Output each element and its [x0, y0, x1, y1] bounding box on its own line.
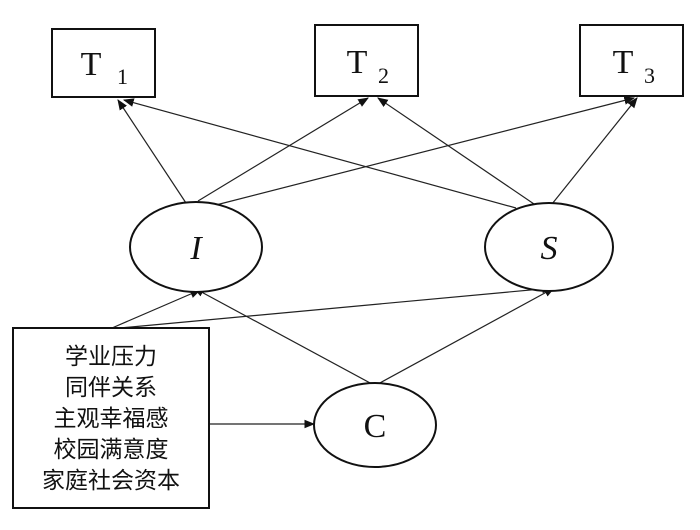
covariate-line-3: 主观幸福感 [54, 406, 169, 432]
t1-sub: 1 [117, 64, 128, 89]
latent-node-s: S [484, 202, 614, 292]
edges [111, 96, 638, 429]
mediator-node-c: C [313, 382, 437, 468]
svg-text:1: 1 [117, 64, 128, 89]
edge-c-s [377, 287, 555, 385]
target-node-t3: T 3 [579, 24, 684, 97]
target-node-t2: T 2 [314, 24, 419, 97]
latent-node-i: I [129, 201, 263, 293]
svg-text:2: 2 [378, 63, 389, 88]
covariate-line-5: 家庭社会资本 [42, 468, 180, 494]
edge-i-t1 [117, 99, 187, 204]
edge-s-t3 [551, 97, 638, 205]
svg-text:T: T [347, 44, 368, 81]
svg-text:T: T [613, 44, 634, 81]
covariate-line-2: 同伴关系 [65, 375, 157, 401]
t2-main: T [347, 44, 368, 81]
edge-i-t2 [197, 97, 369, 202]
t3-sub: 3 [644, 63, 655, 88]
covariate-box: 学业压力 同伴关系 主观幸福感 校园满意度 家庭社会资本 [12, 327, 210, 509]
svg-text:3: 3 [644, 63, 655, 88]
t3-main: T [613, 44, 634, 81]
edge-c-i [193, 287, 373, 385]
edge-cov-s [119, 284, 554, 329]
latent-s-label: S [541, 230, 558, 267]
edge-cov-i [111, 289, 201, 329]
target-node-t1: T 1 [51, 28, 156, 98]
edge-s-t1 [122, 98, 517, 209]
covariate-line-4: 校园满意度 [54, 437, 169, 463]
covariate-line-1: 学业压力 [65, 344, 157, 370]
latent-i-label: I [189, 230, 203, 267]
t1-main: T [81, 46, 102, 83]
svg-text:T: T [81, 46, 102, 83]
edge-i-t3 [211, 96, 636, 207]
edge-s-t2 [377, 97, 535, 205]
mediator-c-label: C [364, 408, 387, 445]
t2-sub: 2 [378, 63, 389, 88]
